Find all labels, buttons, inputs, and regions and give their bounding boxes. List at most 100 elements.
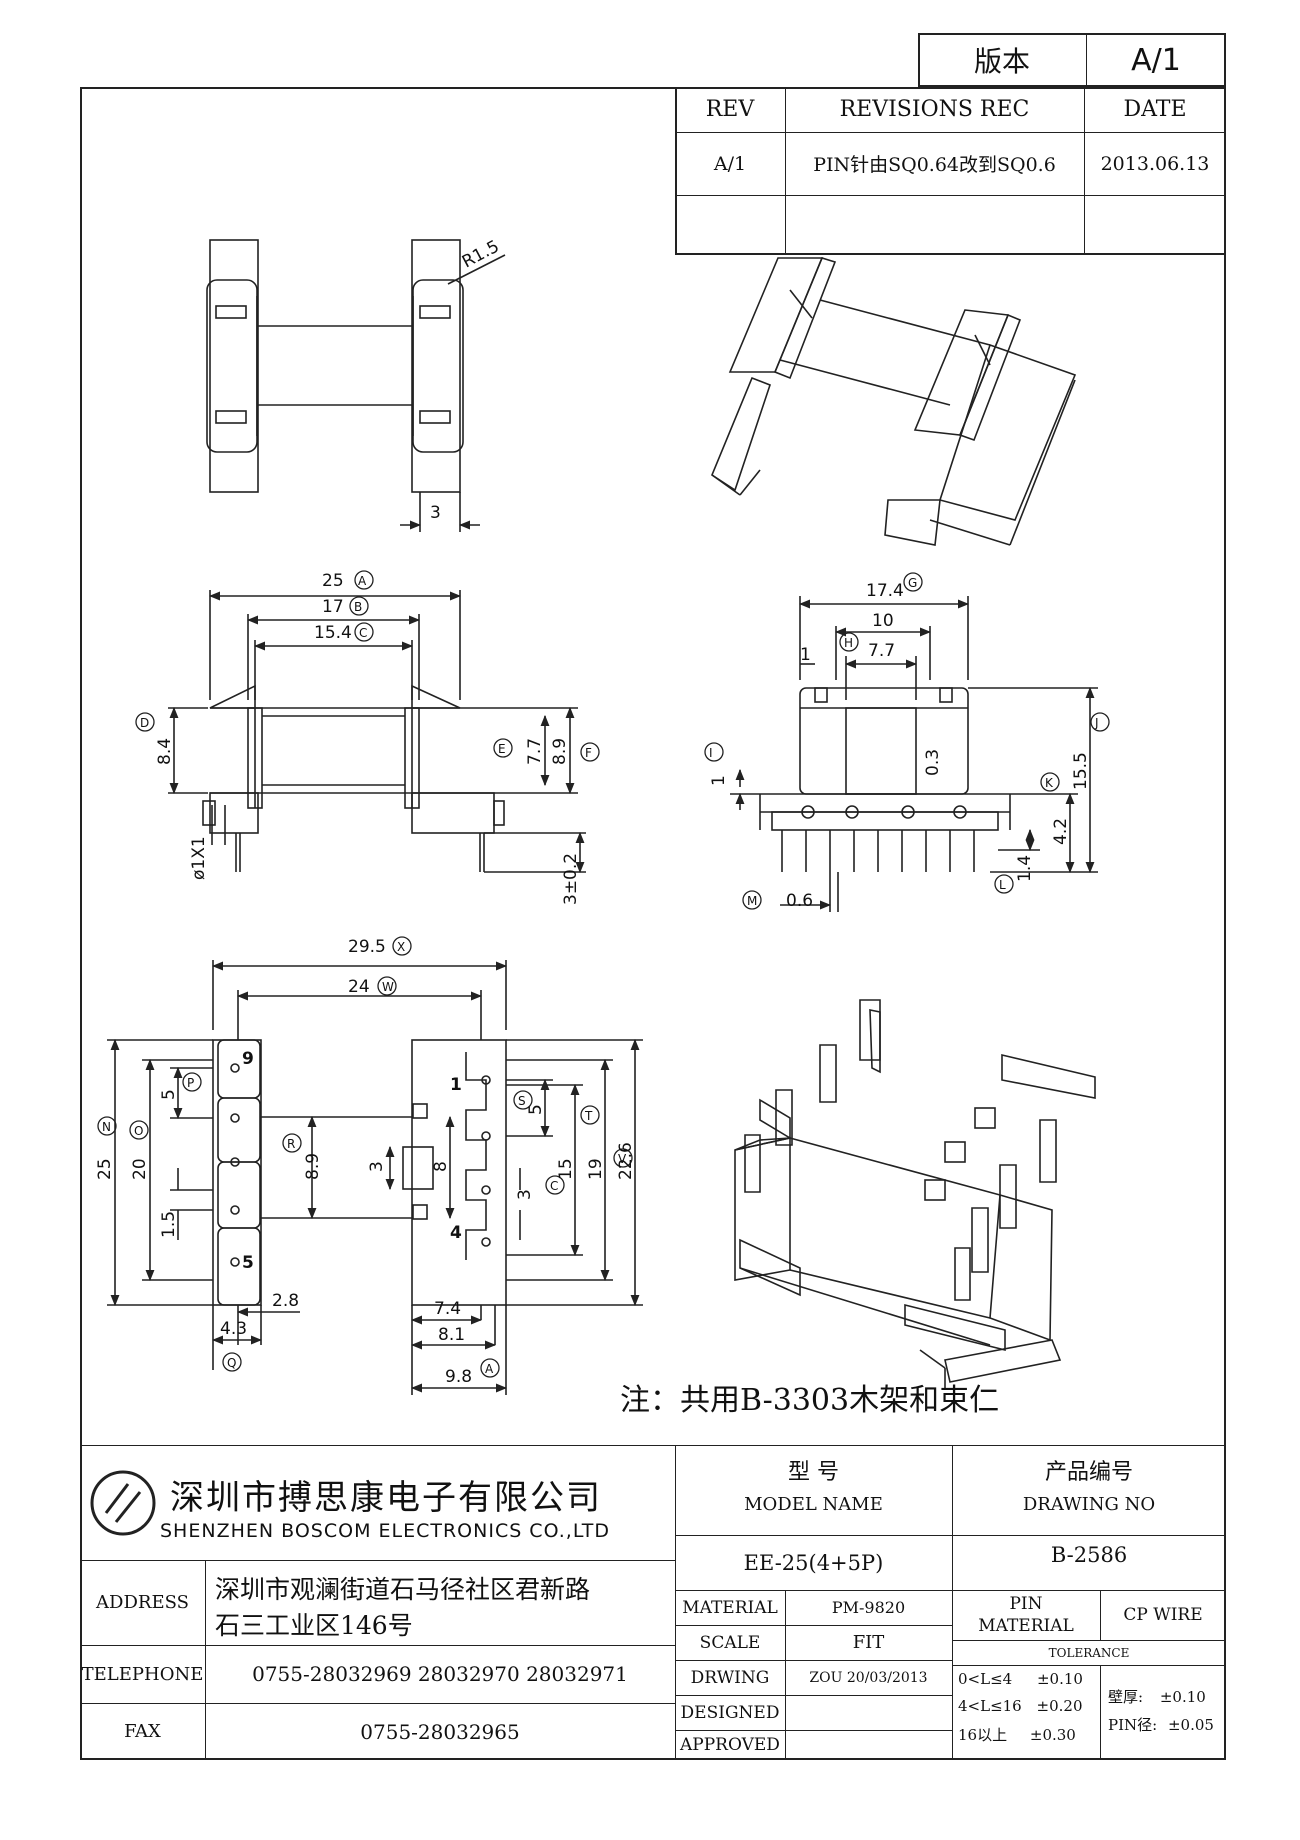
- address-line1: 深圳市观澜街道石马径社区君新路: [215, 1575, 591, 1604]
- mark-q: Q: [227, 1356, 236, 1370]
- dim-8-4: 8.4: [155, 738, 175, 765]
- tol-range-2: 4<L≤16: [958, 1697, 1022, 1715]
- tol-row-2: 4<L≤16 ±0.20: [958, 1697, 1098, 1715]
- dim-2-8: 2.8: [272, 1291, 299, 1311]
- scale-label: SCALE: [699, 1632, 761, 1653]
- mark-a: A: [358, 574, 367, 588]
- mark-n: N: [102, 1120, 111, 1134]
- technical-drawing: R1.5 3 25 A 17 B 15.4 C D 8.4 E 7.7 8.9 …: [95, 237, 1110, 1418]
- company-name-cn: 深圳市搏思康电子有限公司: [170, 1478, 602, 1518]
- mark-b: B: [354, 600, 362, 614]
- tol-value-2: ±0.20: [1036, 1697, 1083, 1715]
- drawing-value: B-2586: [1050, 1543, 1128, 1567]
- model-value: EE-25(4+5P): [743, 1550, 884, 1575]
- dim-0-6: 0.6: [786, 891, 813, 911]
- circle-markers: [97, 570, 1110, 1378]
- pin-material-label-2: MATERIAL: [978, 1616, 1074, 1636]
- scale-value: FIT: [852, 1632, 885, 1653]
- mark-j: J: [1094, 716, 1099, 730]
- tol-row-1: 0<L≤4 ±0.10: [958, 1670, 1098, 1688]
- mark-v: V: [618, 1152, 627, 1166]
- dim-15: 15: [556, 1158, 576, 1180]
- wall-label: 壁厚:: [1108, 1688, 1144, 1706]
- telephone-label: TELEPHONE: [81, 1663, 204, 1685]
- mark-o: O: [134, 1124, 143, 1138]
- iso-view-top: [711, 257, 1077, 546]
- material-label: MATERIAL: [682, 1597, 778, 1618]
- dim-7-7-side: 7.7: [868, 641, 895, 661]
- material-value: PM-9820: [831, 1598, 906, 1617]
- tolerance-label: TOLERANCE: [1048, 1645, 1130, 1660]
- company-logo: [90, 1470, 156, 1536]
- dim-8-1: 8.1: [438, 1325, 465, 1345]
- dim-24: 24: [348, 977, 370, 997]
- dim-3-top: 3: [430, 503, 441, 523]
- pin-label-1: 1: [450, 1075, 462, 1095]
- mark-a-bottom: A: [485, 1362, 494, 1376]
- pin-label-4: 4: [450, 1223, 462, 1243]
- mark-h: H: [844, 636, 853, 650]
- mark-e: E: [498, 742, 506, 756]
- dim-1-4: 1.4: [1015, 855, 1035, 882]
- mark-c: C: [359, 626, 367, 640]
- dim-9-8: 9.8: [445, 1367, 472, 1387]
- pin-dia-tolerance: PIN径: ±0.05: [1108, 1714, 1214, 1735]
- mark-i: I: [709, 746, 713, 760]
- revision-row-date: 2013.06.13: [1100, 152, 1210, 175]
- pin-material-label-1: PIN: [1009, 1594, 1043, 1614]
- iso-view-bottom: [734, 999, 1096, 1390]
- tol-range-3: 16以上: [958, 1726, 1008, 1744]
- dim-19: 19: [586, 1158, 606, 1180]
- tol-value-3: ±0.30: [1029, 1726, 1076, 1744]
- dim-3-center: 3: [367, 1161, 387, 1172]
- version-box: [918, 33, 1226, 87]
- pin-dia-value: ±0.05: [1167, 1716, 1214, 1734]
- mark-d: D: [140, 716, 149, 730]
- mark-t: T: [584, 1109, 593, 1123]
- drwing-value: ZOU 20/03/2013: [809, 1669, 928, 1686]
- dim-7-4: 7.4: [434, 1299, 461, 1319]
- designed-label: DESIGNED: [680, 1702, 780, 1723]
- dim-29-5: 29.5: [348, 937, 386, 957]
- dim-pin-dia: ø1X1: [189, 836, 209, 880]
- dim-8-9-front: 8.9: [550, 738, 570, 765]
- mark-f: F: [585, 746, 592, 760]
- dim-3-pm-0-2: 3±0.2: [561, 853, 581, 905]
- revision-row-rec: PIN针由SQ0.64改到SQ0.6: [813, 154, 1056, 176]
- mark-k: K: [1045, 776, 1054, 790]
- revision-table: [675, 87, 1226, 255]
- dim-15-5: 15.5: [1071, 752, 1091, 790]
- drawing-frame: [80, 87, 1226, 1760]
- drawing-label-en: DRAWING NO: [1022, 1493, 1156, 1515]
- pin-dia-label: PIN径:: [1108, 1716, 1158, 1734]
- note: 注：共用B-3303木架和束仁: [620, 1383, 999, 1418]
- dim-4-3: 4.3: [220, 1319, 247, 1339]
- dim-3-right: 3: [515, 1189, 535, 1200]
- model-label-en: MODEL NAME: [744, 1493, 883, 1515]
- mark-c-bottom: C: [550, 1179, 558, 1193]
- mark-p: P: [187, 1076, 194, 1090]
- model-label-cn: 型 号: [788, 1460, 839, 1485]
- version-value: A/1: [1131, 42, 1181, 78]
- tol-value-1: ±0.10: [1036, 1670, 1083, 1688]
- dim-5-right: 5: [526, 1104, 546, 1115]
- drwing-label: DRWING: [690, 1667, 770, 1688]
- pin-label-9: 9: [242, 1049, 254, 1069]
- approved-label: APPROVED: [680, 1735, 780, 1755]
- dim-7-7-front: 7.7: [525, 738, 545, 765]
- dim-1-vert: 1: [709, 775, 729, 786]
- tol-row-3: 16以上 ±0.30: [958, 1724, 1098, 1745]
- pin-material-label: PIN MATERIAL: [952, 1590, 1100, 1640]
- company-name-en: SHENZHEN BOSCOM ELECTRONICS CO.,LTD: [160, 1520, 611, 1542]
- fax-label: FAX: [124, 1721, 161, 1742]
- pin-label-5: 5: [242, 1253, 254, 1273]
- tol-range-1: 0<L≤4: [958, 1670, 1013, 1688]
- dim-15-4: 15.4: [314, 623, 352, 643]
- mark-x: X: [397, 940, 405, 954]
- front-view: [168, 590, 586, 874]
- version-label: 版本: [973, 45, 1030, 78]
- dim-1-side: 1: [800, 645, 811, 665]
- dim-10: 10: [872, 611, 894, 631]
- dim-17: 17: [322, 597, 344, 617]
- mark-g: G: [908, 576, 917, 590]
